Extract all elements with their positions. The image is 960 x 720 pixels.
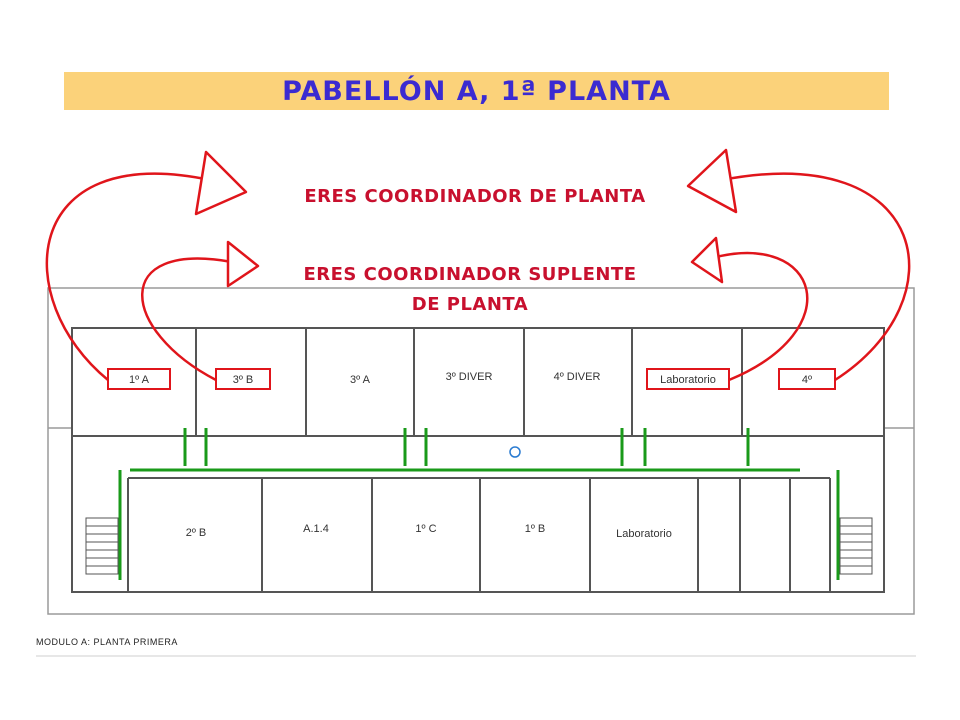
room-lab-bottom-label: Laboratorio <box>616 528 672 540</box>
arrow-3b-to-substitute <box>141 257 233 382</box>
role-arrows <box>45 172 911 382</box>
title-bar: PABELLÓN A, 1ª PLANTA <box>64 72 889 110</box>
arrow-1a-to-coordinator <box>45 172 211 381</box>
room-3diver-label: 3º DIVER <box>446 371 493 383</box>
room-4diver-label: 4º DIVER <box>554 371 601 383</box>
highlight-room-1a: 1º A <box>107 368 171 390</box>
highlight-room-lab: Laboratorio <box>646 368 730 390</box>
arrow-4-to-coordinator <box>721 172 911 382</box>
room-4-label: 4º <box>802 374 812 386</box>
room-1c-label: 1º C <box>415 523 436 535</box>
highlight-room-4: 4º <box>778 368 836 390</box>
highlight-room-3b: 3º B <box>215 368 271 390</box>
arrow-lab-to-substitute <box>711 251 809 382</box>
coordinator-label: ERES COORDINADOR DE PLANTA <box>304 186 646 207</box>
room-lab-top-label: Laboratorio <box>660 374 716 386</box>
substitute-label-line1: ERES COORDINADOR SUPLENTE <box>303 264 637 285</box>
arrow-heads <box>194 148 738 288</box>
room-3a-label: 3º A <box>350 374 371 386</box>
room-1b-label: 1º B <box>525 523 546 535</box>
fire-point-icon <box>509 446 521 458</box>
building-outline <box>47 287 915 615</box>
stairs-left <box>85 517 119 575</box>
stairs-right <box>839 517 873 575</box>
page-title: PABELLÓN A, 1ª PLANTA <box>282 75 671 107</box>
evacuation-route <box>118 428 840 580</box>
room-a14-label: A.1.4 <box>303 523 329 535</box>
substitute-label: ERES COORDINADOR SUPLENTE DE PLANTA <box>240 260 700 320</box>
plan-caption: MODULO A: PLANTA PRIMERA <box>36 637 178 647</box>
room-2b-label: 2º B <box>186 527 207 539</box>
room-1a-label: 1º A <box>129 374 150 386</box>
room-3b-label: 3º B <box>233 374 254 386</box>
substitute-label-line2: DE PLANTA <box>411 294 529 315</box>
